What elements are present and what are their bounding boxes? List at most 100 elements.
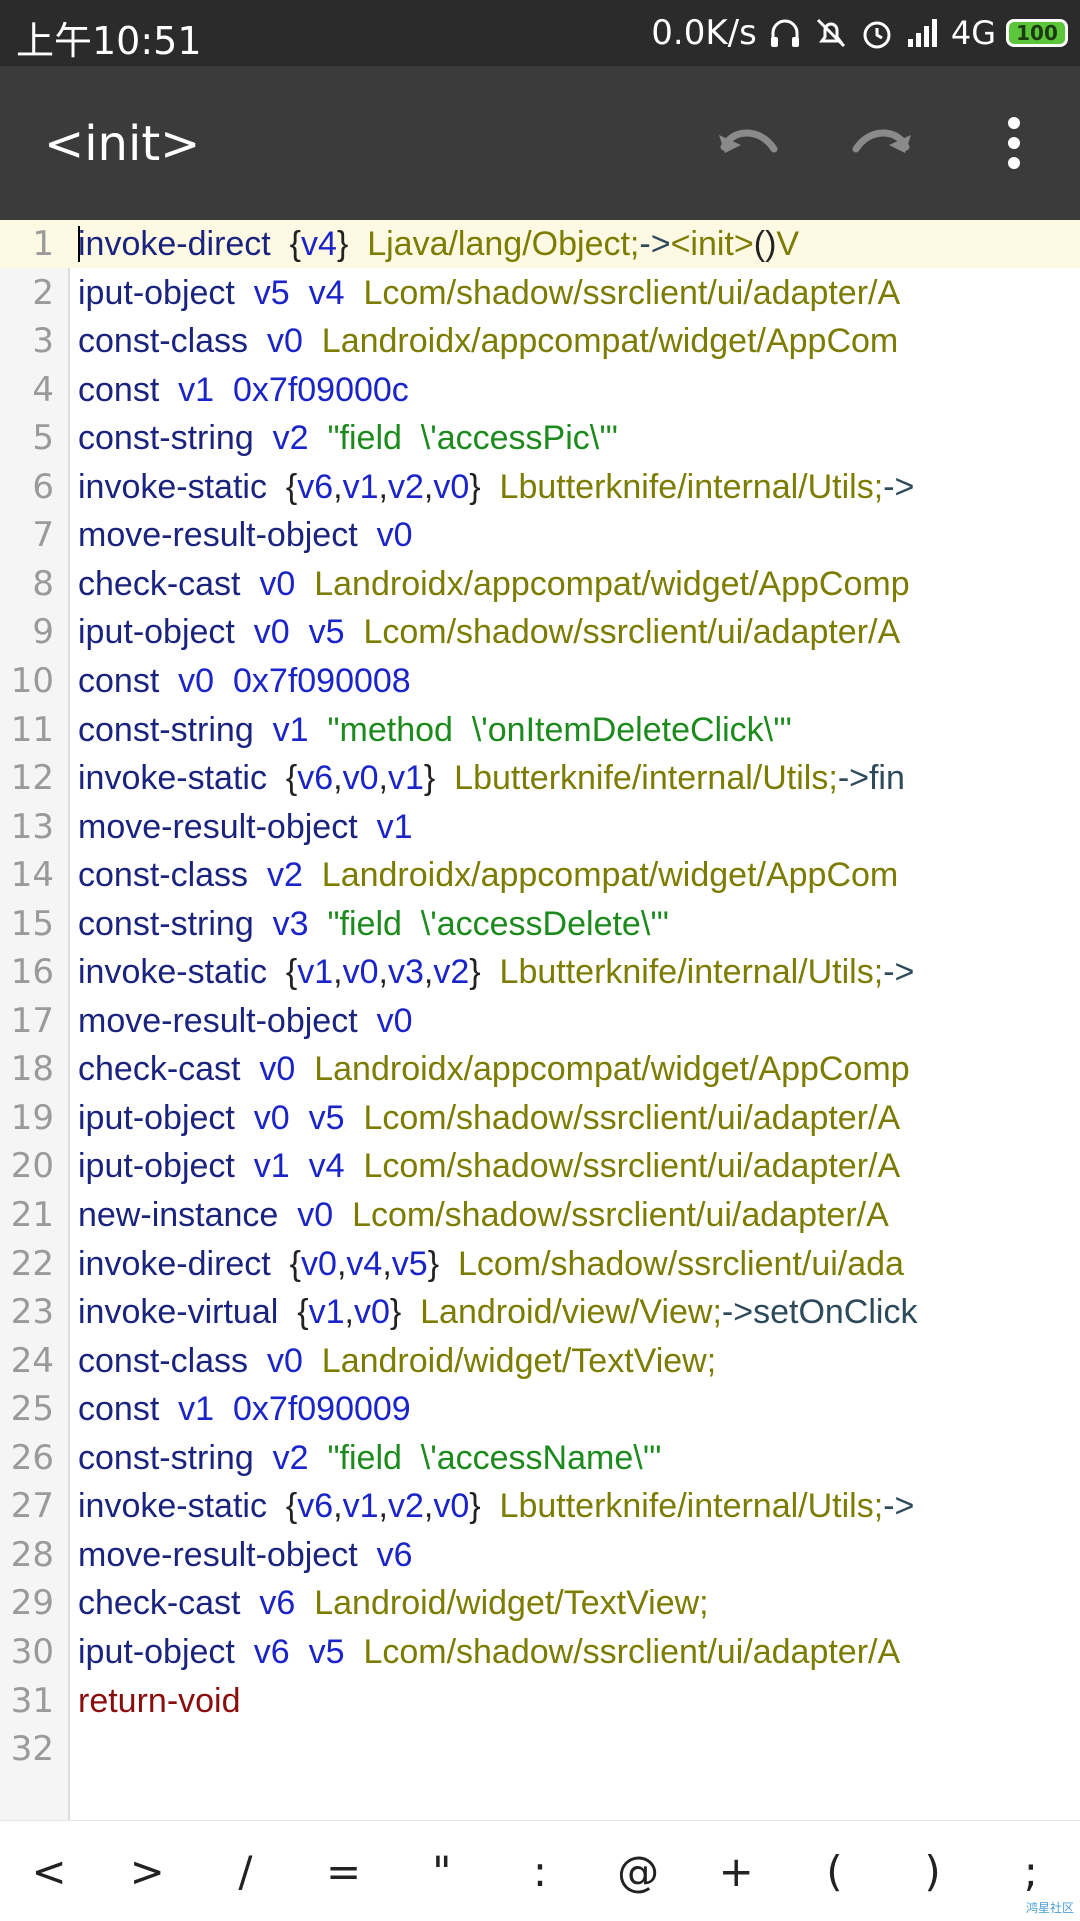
code-text: iput-object v1 v4 Lcom/shadow/ssrclient/… — [78, 1142, 900, 1190]
symbol-key[interactable]: ; — [1023, 1846, 1038, 1896]
code-token — [345, 613, 364, 651]
code-token — [358, 1536, 377, 1574]
code-token: Lbutterknife/internal/Utils; — [499, 1487, 884, 1526]
code-token: , — [382, 1244, 392, 1283]
code-token — [295, 1050, 314, 1088]
code-token — [254, 419, 273, 457]
symbol-key[interactable]: / — [238, 1846, 253, 1896]
code-token: "field \'accessDelete\'" — [327, 904, 669, 943]
symbol-key[interactable]: = — [325, 1846, 362, 1896]
symbol-key[interactable]: @ — [617, 1846, 660, 1896]
symbol-key[interactable]: ( — [826, 1846, 843, 1896]
code-token — [290, 274, 309, 312]
code-token — [271, 225, 290, 263]
code-token — [309, 419, 328, 457]
symbol-key-bar: < > / = ": @ + (); — [0, 1820, 1080, 1921]
code-token: , — [378, 1487, 388, 1526]
code-token — [235, 1147, 254, 1185]
code-line[interactable]: 32 — [0, 1725, 1080, 1773]
code-text: move-result-object v1 — [78, 803, 412, 851]
more-options-button[interactable] — [979, 108, 1049, 178]
symbol-key[interactable]: : — [532, 1846, 548, 1896]
line-number: 29 — [10, 1583, 54, 1624]
code-token: , — [423, 1487, 434, 1526]
battery-icon: 100 — [1006, 19, 1068, 47]
code-token: v1 — [272, 710, 309, 749]
redo-button[interactable] — [847, 108, 917, 178]
code-token: 0x7f09000c — [233, 370, 409, 409]
code-line[interactable]: 18 check-cast v0 Landroidx/appcompat/widg… — [0, 1045, 1080, 1093]
code-token: v6 — [297, 1487, 334, 1526]
undo-button[interactable] — [713, 108, 783, 178]
line-number: 28 — [10, 1534, 54, 1575]
line-number: 12 — [10, 758, 54, 799]
symbol-key[interactable]: > — [129, 1846, 165, 1896]
code-text: check-cast v0 Landroidx/appcompat/widget… — [78, 1045, 910, 1093]
code-token: invoke-direct — [78, 225, 271, 263]
code-token: -> — [883, 467, 915, 506]
code-token — [278, 1196, 297, 1234]
line-number: 16 — [10, 952, 54, 993]
code-token: invoke-direct — [78, 1244, 271, 1283]
code-token — [435, 759, 454, 797]
code-token — [358, 1002, 377, 1040]
line-number: 18 — [10, 1049, 54, 1090]
code-token — [248, 856, 267, 894]
symbol-key[interactable]: < — [31, 1846, 67, 1896]
code-token: , — [336, 1244, 347, 1283]
line-number: 3 — [32, 321, 54, 362]
code-token: invoke-virtual — [78, 1293, 279, 1332]
code-token: } — [469, 467, 481, 506]
code-token: v0 — [266, 322, 303, 361]
symbol-key[interactable]: " — [432, 1846, 452, 1896]
code-text: move-result-object v0 — [78, 511, 412, 559]
symbol-key[interactable]: + — [718, 1846, 754, 1896]
code-token — [303, 856, 322, 894]
symbol-key[interactable]: ) — [924, 1846, 941, 1896]
code-token: , — [333, 953, 343, 992]
code-token — [345, 1147, 364, 1185]
code-token: Lbutterknife/internal/Utils; — [499, 953, 884, 992]
code-token: v0 — [259, 564, 296, 603]
code-token: v5 — [391, 1244, 428, 1283]
headphones-icon — [770, 19, 799, 47]
code-token: Landroid/view/View; — [420, 1293, 722, 1332]
code-token: v1 — [342, 467, 379, 506]
code-token: v6 — [297, 467, 334, 506]
code-token: v3 — [387, 953, 424, 992]
code-token: const-class — [78, 1341, 249, 1380]
code-token: v1 — [297, 953, 334, 992]
code-token: } — [469, 953, 481, 992]
